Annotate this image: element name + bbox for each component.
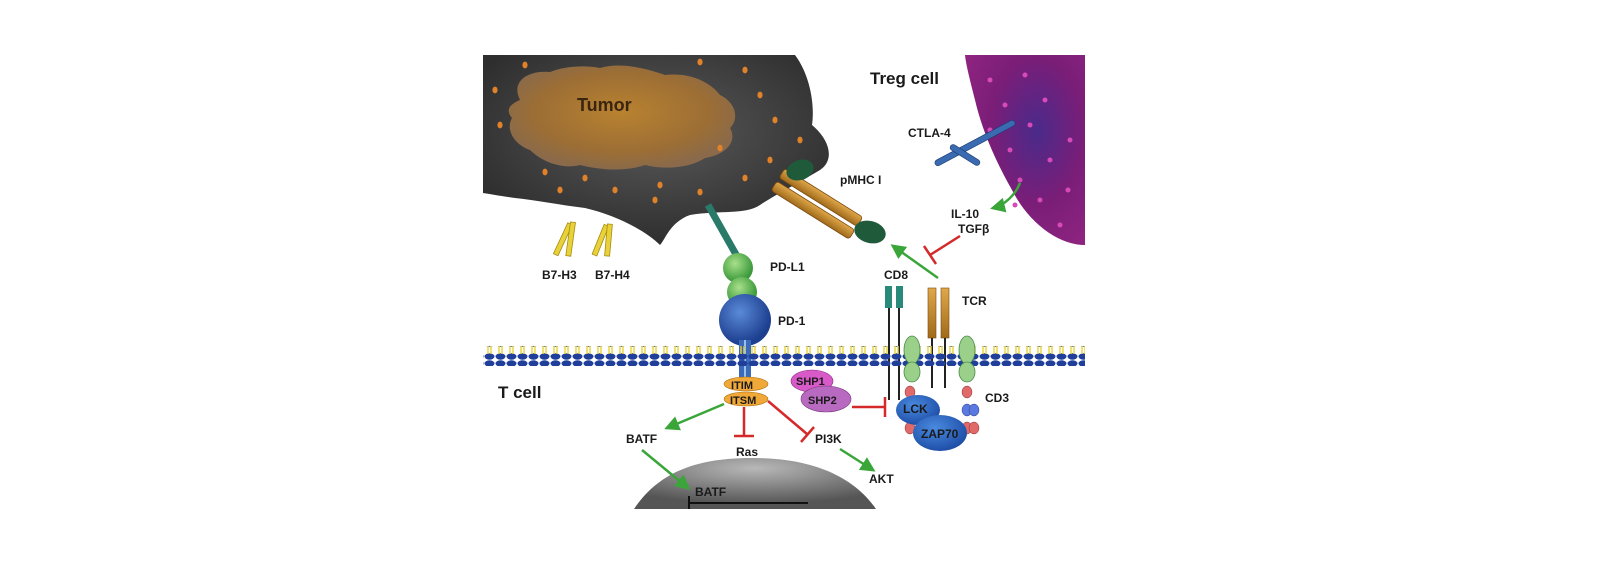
itsm-batf-arrow xyxy=(664,402,725,431)
batf-nuclear-label: BATF xyxy=(695,485,726,499)
ras-label: Ras xyxy=(736,445,758,459)
pmhc-complex xyxy=(771,159,886,244)
nucleus xyxy=(634,458,876,509)
tcr-pmhc-arrow xyxy=(890,244,939,280)
cd8-label: CD8 xyxy=(884,268,908,282)
batf-cyto-label: BATF xyxy=(626,432,657,446)
cytokine-inhibition xyxy=(922,234,961,265)
shp2-lck-inhibition xyxy=(852,397,887,417)
itim-itsm xyxy=(723,376,769,407)
tumor-cell xyxy=(483,55,829,245)
pi3k-akt-arrow xyxy=(839,447,876,472)
tcr-label: TCR xyxy=(962,294,987,308)
treg-cell-label: Treg cell xyxy=(870,69,939,88)
b7-receptors xyxy=(552,221,613,257)
itsm-label: ITSM xyxy=(730,395,756,407)
tgfb-label: TGFβ xyxy=(958,222,989,236)
itim-label: ITIM xyxy=(731,380,753,392)
ctla4-label: CTLA-4 xyxy=(908,126,951,140)
pi3k-label: PI3K xyxy=(815,432,842,446)
batf-gene-promoter xyxy=(688,496,808,509)
tumor-label: Tumor xyxy=(577,95,632,115)
t-cell-label: T cell xyxy=(498,383,541,402)
cd3 xyxy=(903,335,980,435)
ctla-4 xyxy=(934,119,1016,167)
pd-l1-stalk xyxy=(704,203,742,260)
zap70-label: ZAP70 xyxy=(921,427,959,441)
shp1-shp2 xyxy=(790,369,852,413)
il10-label: IL-10 xyxy=(951,207,979,221)
akt-label: AKT xyxy=(869,472,894,486)
b7h4-label: B7-H4 xyxy=(595,268,630,282)
pd-1-label: PD-1 xyxy=(778,314,806,328)
itsm-pi3k-inhibition xyxy=(767,400,815,443)
pmhc-label: pMHC I xyxy=(840,173,881,187)
shp1-label: SHP1 xyxy=(796,376,825,388)
batf-nucleus-arrow xyxy=(641,449,691,490)
b7h3-label: B7-H3 xyxy=(542,268,577,282)
cd3-label: CD3 xyxy=(985,391,1009,405)
lck-label: LCK xyxy=(903,402,928,416)
treg-cell xyxy=(965,55,1085,245)
lck-zap70 xyxy=(896,395,967,451)
itsm-ras-inhibition xyxy=(734,407,754,438)
shp2-label: SHP2 xyxy=(808,395,837,407)
pd-l1-label: PD-L1 xyxy=(770,260,805,274)
t-cell-membrane xyxy=(483,346,1085,366)
treg-secretion-arrow xyxy=(990,182,1022,213)
